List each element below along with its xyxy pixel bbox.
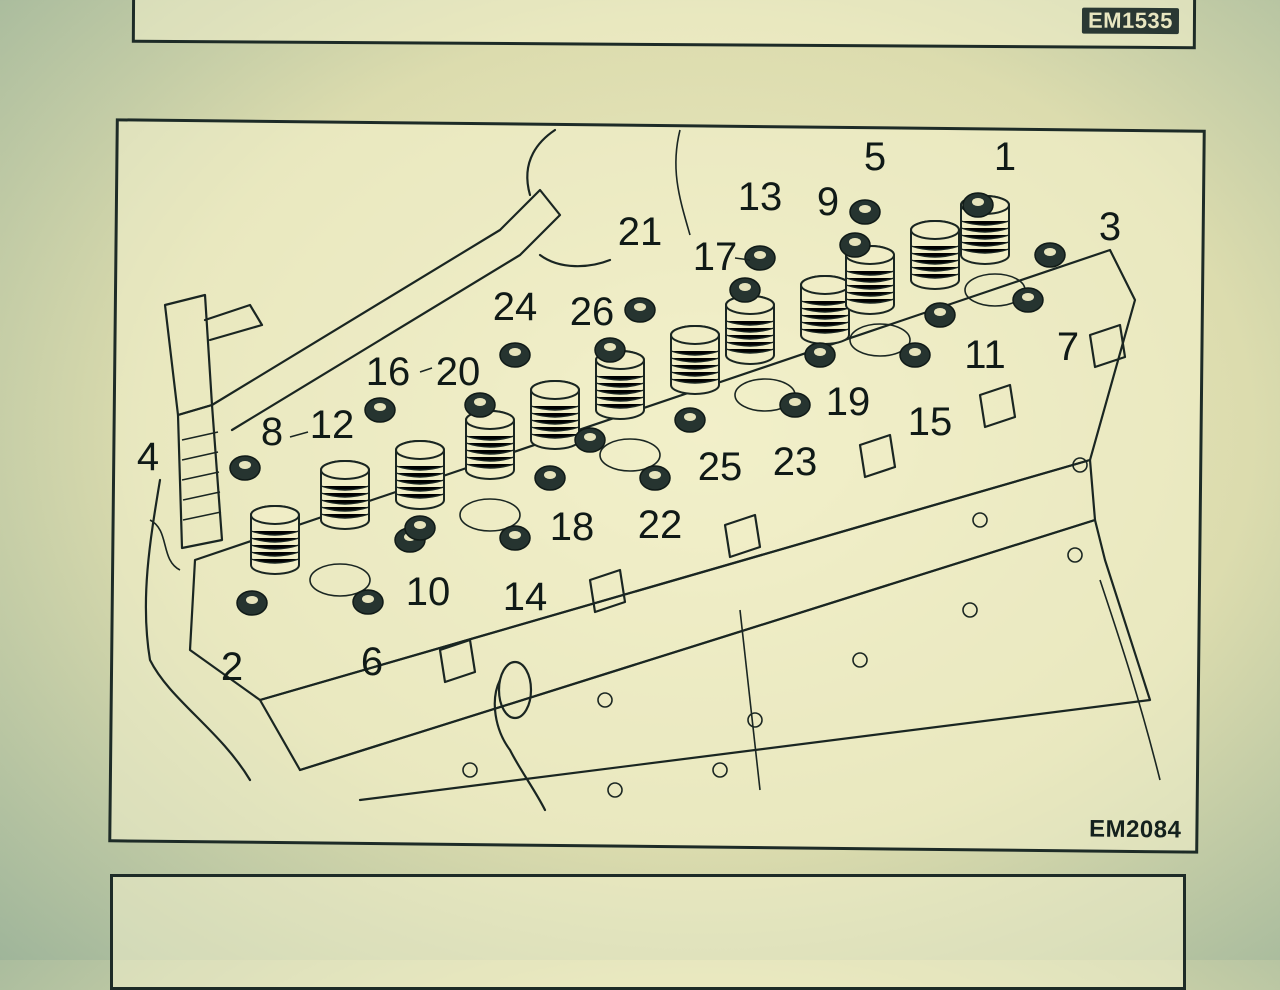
valve-spring <box>595 350 645 420</box>
callout-21: 21 <box>618 210 663 254</box>
head-bolt-nut <box>674 407 706 433</box>
callout-17: 17 <box>693 235 738 279</box>
callout-10: 10 <box>406 570 451 614</box>
valve-spring <box>530 380 580 450</box>
cylinder-head-diagram: 1234567891011121314151617181920212223242… <box>137 128 1161 812</box>
callout-5: 5 <box>864 135 886 179</box>
callout-19: 19 <box>826 380 871 424</box>
callout-16: 16 <box>366 350 411 394</box>
valve-springs <box>250 195 1010 575</box>
tightening-sequence-callouts: 1234567891011121314151617181920212223242… <box>137 135 1121 689</box>
head-bolt-nut <box>639 465 671 491</box>
head-bolt-nut <box>744 245 776 271</box>
callout-15: 15 <box>908 400 953 444</box>
head-bolt-nut <box>1034 242 1066 268</box>
head-bolt-nut <box>499 342 531 368</box>
head-bolt-nut <box>624 297 656 323</box>
leader-line <box>419 367 433 373</box>
callout-18: 18 <box>550 505 595 549</box>
head-bolt-nut <box>804 342 836 368</box>
callout-1: 1 <box>994 135 1016 179</box>
callout-22: 22 <box>638 503 683 547</box>
leader-line <box>289 431 309 438</box>
callout-4: 4 <box>137 435 159 479</box>
head-bolt-nut <box>574 427 606 453</box>
head-bolt-nut <box>236 590 268 616</box>
callout-25: 25 <box>698 445 743 489</box>
head-bolt-nut <box>924 302 956 328</box>
callout-12: 12 <box>310 403 355 447</box>
callout-7: 7 <box>1057 325 1079 369</box>
callout-11: 11 <box>964 333 1006 377</box>
head-bolt-nut <box>839 232 871 258</box>
head-bolt-nut <box>534 465 566 491</box>
callout-20: 20 <box>436 350 481 394</box>
head-bolt-nut <box>849 199 881 225</box>
head-bolts <box>229 192 1066 616</box>
leader-lines <box>289 257 751 438</box>
callout-26: 26 <box>570 290 615 334</box>
valve-spring <box>910 220 960 290</box>
head-bolt-nut <box>1012 287 1044 313</box>
head-bolt-nut <box>594 337 626 363</box>
callout-3: 3 <box>1099 205 1121 249</box>
head-bolt-nut <box>729 277 761 303</box>
valve-spring <box>395 440 445 510</box>
callout-14: 14 <box>503 575 548 619</box>
valve-spring <box>320 460 370 530</box>
callout-9: 9 <box>817 180 839 224</box>
manual-page: EM1535 EM2084 <box>108 0 1206 990</box>
callout-23: 23 <box>773 440 818 484</box>
callout-6: 6 <box>361 640 383 684</box>
valve-spring <box>725 295 775 365</box>
head-bolt-nut <box>352 589 384 615</box>
head-bolt-nut <box>404 515 436 541</box>
head-bolt-nut <box>229 455 261 481</box>
head-bolt-nut <box>464 392 496 418</box>
callout-13: 13 <box>738 175 783 219</box>
head-bolt-nut <box>779 392 811 418</box>
callout-2: 2 <box>221 645 243 689</box>
head-bolt-nut <box>364 397 396 423</box>
head-bolt-nut <box>962 192 994 218</box>
valve-spring <box>465 410 515 480</box>
valve-spring <box>670 325 720 395</box>
valve-spring <box>250 505 300 575</box>
leader-line <box>734 257 751 261</box>
cylinder-head-outline <box>144 128 1161 812</box>
callout-8: 8 <box>261 410 283 454</box>
callout-24: 24 <box>493 285 538 329</box>
head-bolt-nut <box>899 342 931 368</box>
valve-spring <box>800 275 850 345</box>
head-bolt-nut <box>499 525 531 551</box>
